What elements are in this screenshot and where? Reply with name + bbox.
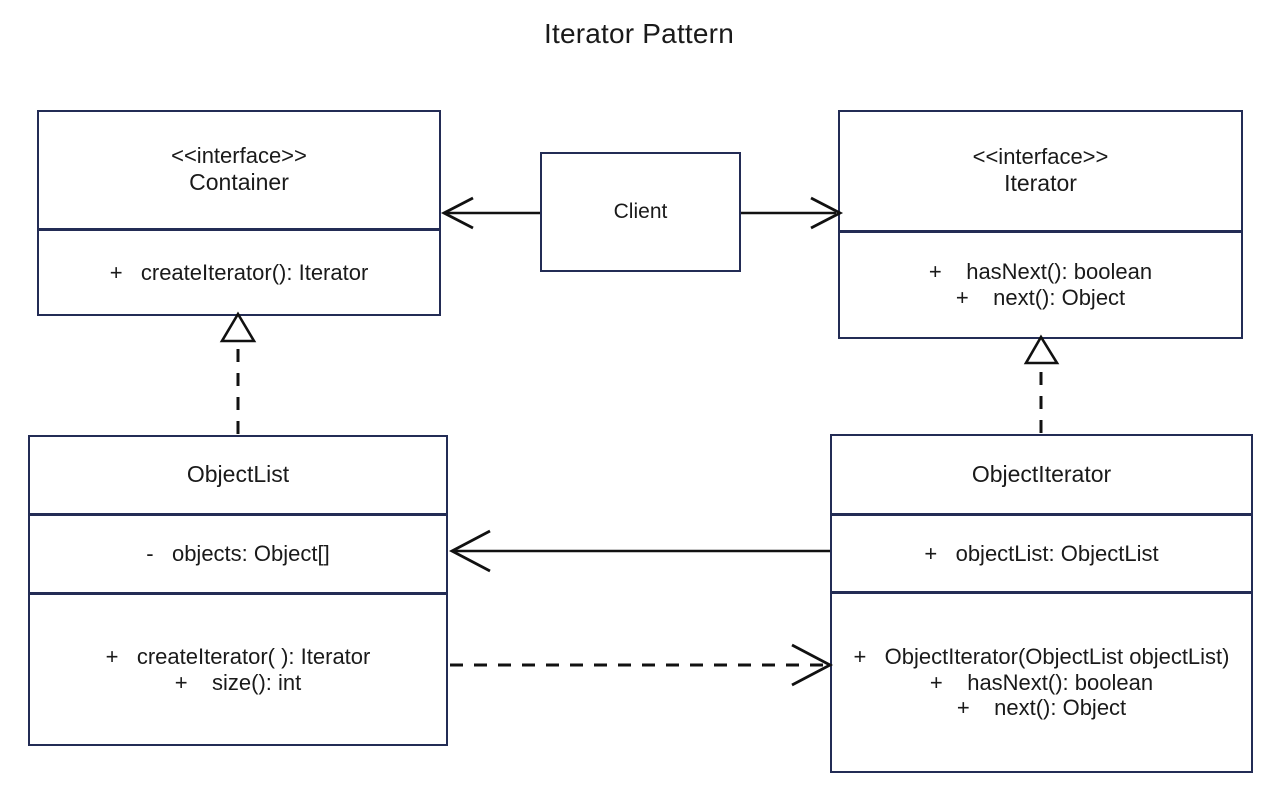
container-header-compartment: <<interface>> Container bbox=[39, 112, 439, 228]
edge-objectiterator-to-objectlist bbox=[448, 529, 830, 573]
objectiterator-method-1: + hasNext(): boolean bbox=[929, 669, 1154, 695]
iterator-methods-compartment: + hasNext(): boolean + next(): Object bbox=[840, 230, 1241, 337]
objectiterator-header-compartment: ObjectIterator bbox=[832, 436, 1251, 513]
client-class-name: Client bbox=[613, 199, 668, 223]
iterator-stereotype: <<interface>> bbox=[972, 144, 1109, 170]
class-box-objectiterator[interactable]: ObjectIterator + objectList: ObjectList … bbox=[830, 434, 1253, 773]
class-box-objectlist[interactable]: ObjectList - objects: Object[] + createI… bbox=[28, 435, 448, 746]
objectiterator-method-0: + ObjectIterator(ObjectList objectList) bbox=[853, 643, 1230, 669]
edge-client-to-iterator bbox=[741, 196, 844, 230]
objectlist-attributes-compartment: - objects: Object[] bbox=[30, 513, 446, 592]
iterator-header-compartment: <<interface>> Iterator bbox=[840, 112, 1241, 230]
objectlist-methods-compartment: + createIterator( ): Iterator + size(): … bbox=[30, 592, 446, 744]
edge-objectlist-depends-objectiterator bbox=[450, 643, 834, 687]
iterator-method-0: + hasNext(): boolean bbox=[928, 259, 1153, 285]
client-header-compartment: Client bbox=[542, 154, 739, 270]
class-box-iterator[interactable]: <<interface>> Iterator + hasNext(): bool… bbox=[838, 110, 1243, 339]
container-methods-compartment: + createIterator(): Iterator bbox=[39, 228, 439, 314]
objectlist-header-compartment: ObjectList bbox=[30, 437, 446, 513]
container-stereotype: <<interface>> bbox=[171, 143, 307, 169]
page-title: Iterator Pattern bbox=[544, 18, 734, 49]
objectiterator-attribute-0: + objectList: ObjectList bbox=[924, 540, 1159, 566]
edge-objectlist-realizes-container bbox=[219, 311, 257, 434]
objectlist-method-0: + createIterator( ): Iterator bbox=[105, 643, 371, 669]
objectiterator-class-name: ObjectIterator bbox=[971, 460, 1112, 487]
iterator-class-name: Iterator bbox=[1004, 170, 1077, 197]
container-class-name: Container bbox=[189, 169, 289, 196]
edge-client-to-container bbox=[440, 196, 540, 230]
iterator-method-1: + next(): Object bbox=[955, 285, 1126, 310]
objectlist-attribute-0: - objects: Object[] bbox=[146, 541, 330, 567]
edge-objectiterator-realizes-iterator bbox=[1023, 334, 1060, 433]
objectiterator-method-2: + next(): Object bbox=[956, 695, 1127, 721]
objectiterator-attributes-compartment: + objectList: ObjectList bbox=[832, 513, 1251, 591]
container-method-0: + createIterator(): Iterator bbox=[109, 259, 369, 285]
objectiterator-methods-compartment: + ObjectIterator(ObjectList objectList) … bbox=[832, 591, 1251, 771]
class-box-container[interactable]: <<interface>> Container + createIterator… bbox=[37, 110, 441, 316]
objectlist-method-1: + size(): int bbox=[174, 669, 302, 695]
class-box-client[interactable]: Client bbox=[540, 152, 741, 272]
objectlist-class-name: ObjectList bbox=[186, 461, 290, 488]
